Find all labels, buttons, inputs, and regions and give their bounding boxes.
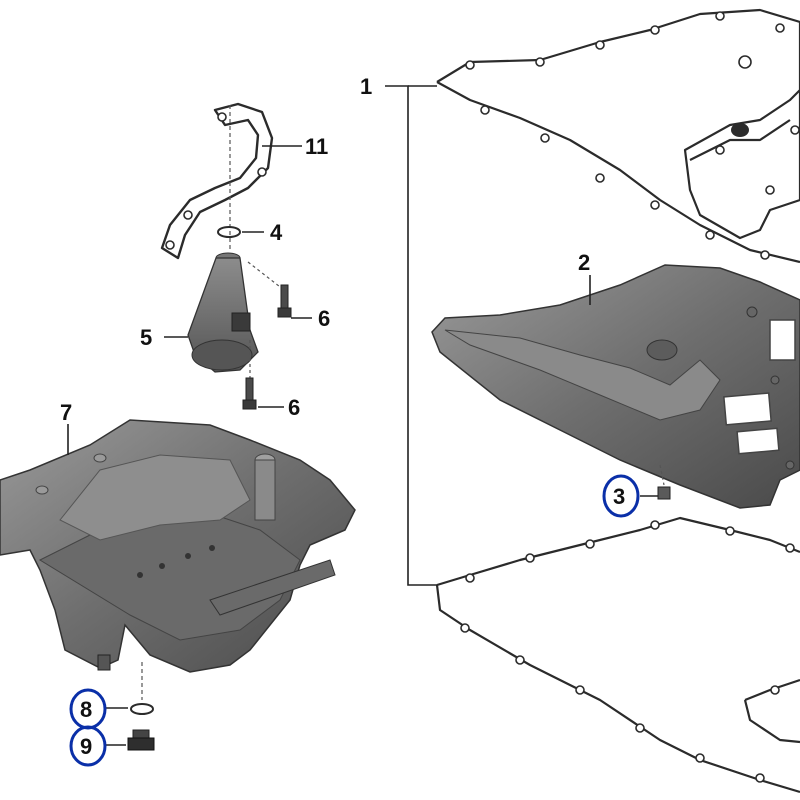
lower-gasket-bolt-holes (460, 520, 795, 783)
highlight-markers (69, 474, 640, 767)
callout-4: 4 (270, 220, 283, 245)
o-ring-part-4 (217, 105, 241, 250)
bolt-part-6-lower (242, 340, 257, 410)
leader-lines (67, 85, 658, 746)
callout-7: 7 (60, 400, 72, 425)
callout-9: 9 (80, 734, 92, 759)
callout-6-lower: 6 (288, 395, 300, 420)
bolt-part-6-upper (277, 284, 292, 318)
highlight-callout-3 (602, 474, 640, 518)
callout-8: 8 (80, 697, 92, 722)
callout-3: 3 (613, 484, 625, 509)
gasket-bolt-holes (465, 11, 800, 260)
baffle-plate (431, 264, 800, 509)
callout-5: 5 (140, 325, 152, 350)
callout-1: 1 (360, 74, 372, 99)
highlight-callout-9 (69, 725, 107, 767)
oil-pan-part-7 (0, 419, 356, 673)
callout-6-upper: 6 (318, 306, 330, 331)
callout-2: 2 (578, 250, 590, 275)
lower-gasket (435, 516, 800, 794)
seal-ring-part-8 (130, 662, 154, 715)
drain-plug-part-9 (127, 729, 155, 751)
bolt-part-3 (657, 464, 671, 500)
callout-labels: 1 2 3 4 5 6 6 7 8 9 11 (60, 74, 625, 759)
callout-11: 11 (305, 134, 328, 159)
gasket-part-11 (160, 102, 274, 260)
oil-strainer-part-5 (187, 252, 285, 373)
upper-gasket (436, 8, 800, 264)
